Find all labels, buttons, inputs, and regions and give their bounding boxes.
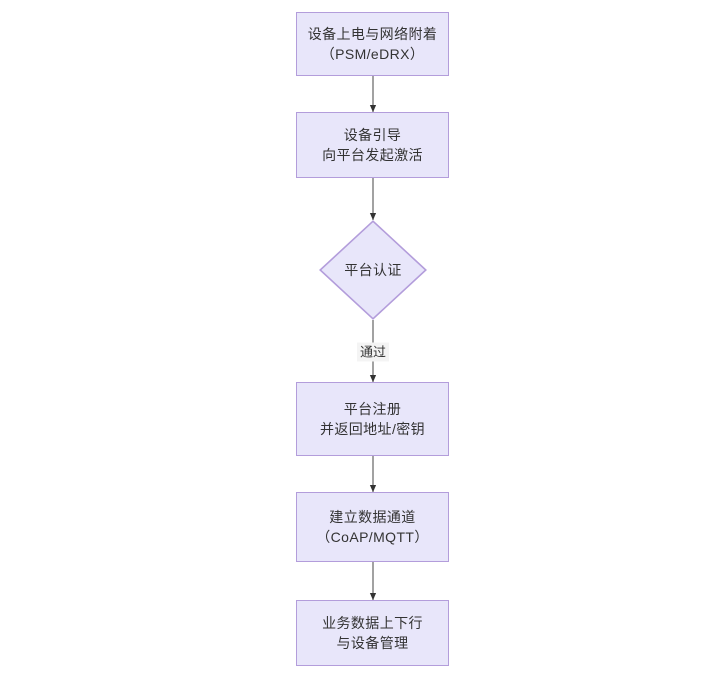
node-power-on[interactable]: 设备上电与网络附着 （PSM/eDRX） (296, 12, 449, 76)
node-platform-register-line-2: 并返回地址/密钥 (319, 421, 426, 437)
node-bootstrap-line-1: 设备引导 (343, 127, 402, 143)
node-platform-auth[interactable]: 平台认证 (319, 220, 427, 320)
node-platform-register-line-1: 平台注册 (343, 401, 402, 417)
node-service-data-line-1: 业务数据上下行 (322, 615, 423, 631)
node-bootstrap[interactable]: 设备引导 向平台发起激活 (296, 112, 449, 178)
node-data-channel[interactable]: 建立数据通道 （CoAP/MQTT） (296, 492, 449, 562)
node-platform-register[interactable]: 平台注册 并返回地址/密钥 (296, 382, 449, 456)
node-power-on-line-1: 设备上电与网络附着 (307, 26, 438, 42)
edge-label-pass: 通过 (356, 342, 390, 362)
node-power-on-line-2: （PSM/eDRX） (320, 46, 425, 62)
node-bootstrap-line-2: 向平台发起激活 (322, 147, 423, 163)
node-platform-auth-label: 平台认证 (344, 262, 402, 278)
node-service-data-line-2: 与设备管理 (336, 635, 409, 651)
node-data-channel-line-2: （CoAP/MQTT） (316, 529, 429, 545)
diamond-icon (319, 220, 427, 320)
node-data-channel-line-1: 建立数据通道 (329, 509, 416, 525)
node-service-data[interactable]: 业务数据上下行 与设备管理 (296, 600, 449, 666)
